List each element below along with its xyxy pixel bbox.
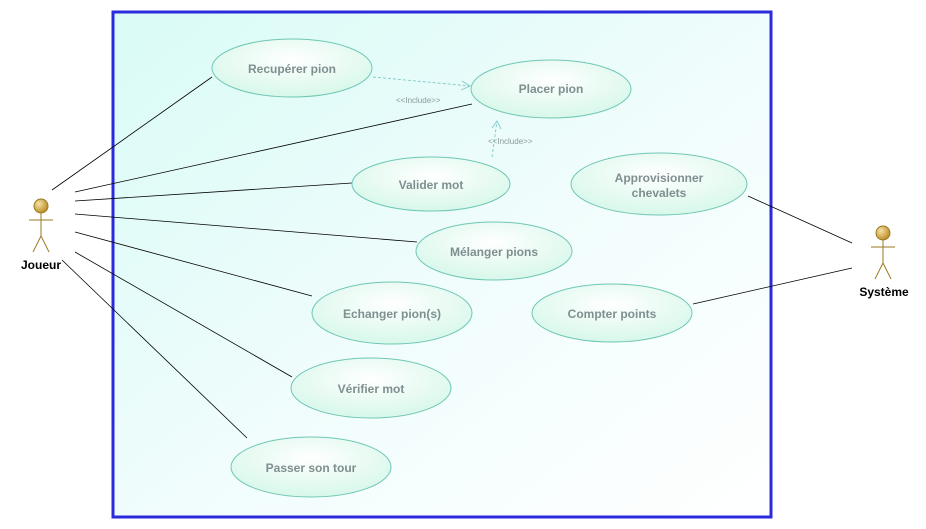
use-case-label: Recupérer pion [248,62,336,76]
assoc-joueur-recuperer[interactable] [51,76,213,191]
use-case-label: Vérifier mot [338,382,405,396]
use-case-passer-son-tour[interactable]: Passer son tour [230,436,392,498]
use-case-label: Echanger pion(s) [343,307,441,321]
use-case-label: Passer son tour [266,461,357,475]
joueur-associations [51,76,473,439]
assoc-joueur-placer[interactable] [74,103,473,193]
stick-figure-icon [29,198,53,253]
use-case-recuperer-pion[interactable]: Recupérer pion [211,38,373,98]
assoc-joueur-valider[interactable] [74,182,353,202]
actor-label: Système [859,285,909,299]
actor-label: Joueur [21,258,61,272]
systeme-associations [692,195,853,305]
stick-figure-icon [871,225,895,280]
assoc-systeme-approvisionner[interactable] [747,195,853,244]
use-case-approvisionner-chevalets[interactable]: Approvisionner chevalets [570,152,748,216]
use-case-valider-mot[interactable]: Valider mot [351,156,511,212]
assoc-systeme-compter[interactable] [692,267,853,305]
assoc-joueur-melanger[interactable] [74,213,418,243]
use-case-label-line2: chevalets [632,186,687,200]
assoc-joueur-passer[interactable] [61,259,248,439]
use-case-label-line1: Approvisionner [615,171,704,185]
include-label-1: <<Include>> [396,96,441,105]
use-case-label: Valider mot [399,178,464,192]
assoc-joueur-verifier[interactable] [74,251,293,378]
use-case-verifier-mot[interactable]: Vérifier mot [290,357,452,419]
use-case-melanger-pions[interactable]: Mélanger pions [415,221,573,281]
include-dependency-2[interactable]: <<Include>> [488,120,533,158]
assoc-joueur-echanger[interactable] [74,231,313,297]
actor-systeme[interactable]: Système [859,225,909,299]
use-case-echanger-pions[interactable]: Echanger pion(s) [311,281,473,345]
include-dependency-1[interactable]: <<Include>> [372,76,471,105]
use-case-compter-points[interactable]: Compter points [531,283,693,343]
use-case-label: Compter points [568,307,657,321]
use-case-label: Mélanger pions [450,245,538,259]
use-case-placer-pion[interactable]: Placer pion [470,59,632,119]
include-label-2: <<Include>> [488,137,533,146]
actor-joueur[interactable]: Joueur [21,198,61,272]
use-case-label: Placer pion [519,82,584,96]
